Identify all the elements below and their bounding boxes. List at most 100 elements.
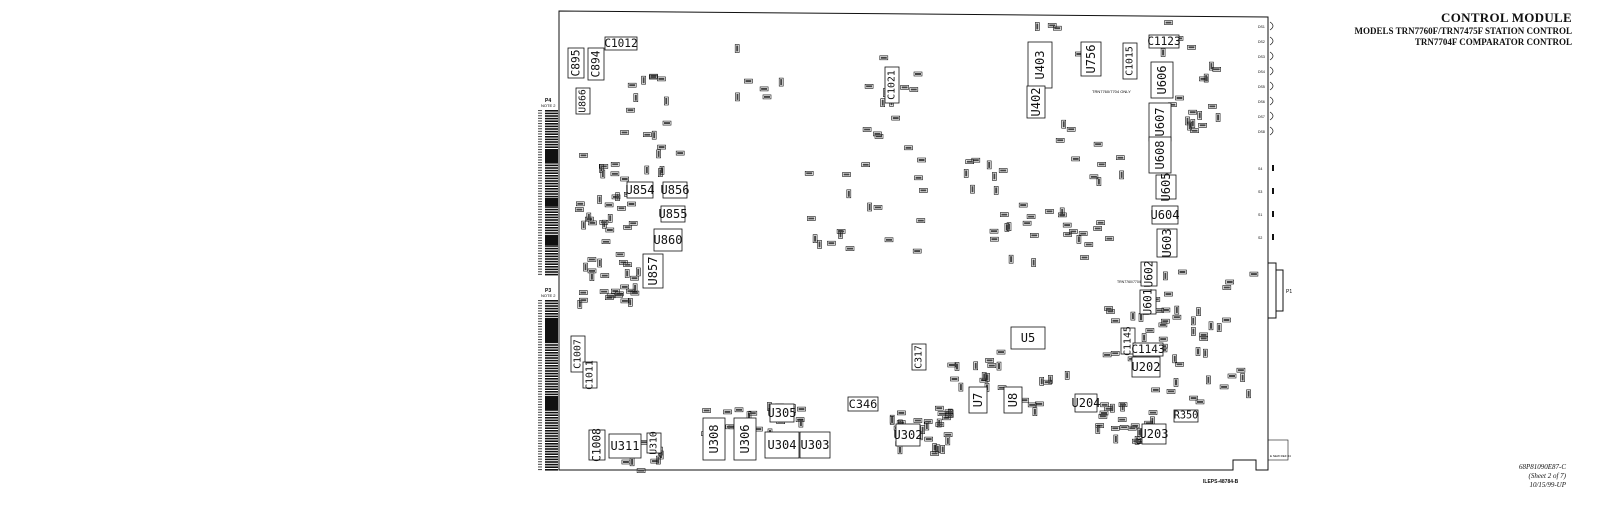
smd-pad	[615, 294, 622, 297]
connector-pin	[545, 385, 558, 388]
smd-part	[657, 76, 666, 82]
component-u303	[799, 431, 831, 459]
smd-pad	[974, 362, 977, 369]
connector-pin	[545, 185, 558, 187]
connector-pin	[545, 182, 558, 185]
smd-part	[1161, 307, 1171, 313]
switch-s3-label: S3	[1258, 190, 1262, 194]
smd-pad	[627, 109, 634, 112]
smd-part	[600, 273, 610, 278]
smd-pad	[880, 56, 887, 59]
smd-pad	[1121, 426, 1128, 429]
component-label-u604: U604	[1151, 208, 1180, 222]
led-ds1-icon	[1269, 21, 1274, 31]
smd-pad	[1164, 272, 1167, 279]
pin-number	[538, 151, 542, 153]
smd-pad	[761, 87, 768, 90]
smd-pad	[946, 410, 953, 413]
led-ds7-icon	[1269, 111, 1274, 121]
component-label-u8: U8	[1006, 393, 1020, 407]
smd-part	[657, 144, 666, 150]
smd-part	[1209, 61, 1214, 71]
smd-part	[989, 228, 999, 234]
pin-number	[538, 336, 542, 338]
smd-part	[1096, 220, 1105, 225]
pin-number	[538, 201, 542, 203]
smd-pad	[613, 195, 619, 198]
smd-part	[919, 188, 928, 193]
smd-part	[935, 422, 945, 427]
pin-number	[538, 266, 542, 268]
smd-pad	[1186, 117, 1189, 124]
smd-pad	[1097, 221, 1104, 224]
smd-pad	[876, 135, 882, 138]
smd-part	[627, 297, 633, 307]
smd-part	[1111, 425, 1120, 431]
smd-pad	[925, 438, 932, 441]
smd-part	[812, 234, 818, 243]
smd-pad	[1176, 363, 1183, 366]
smd-part	[657, 168, 663, 177]
smd-pad	[1192, 317, 1195, 324]
smd-pad	[1111, 405, 1114, 412]
smd-pad	[864, 128, 871, 131]
smd-part	[1166, 389, 1176, 394]
smd-pad	[1200, 337, 1207, 340]
pin-number	[538, 440, 542, 442]
component-u606	[1150, 61, 1174, 99]
pin-number	[538, 247, 542, 249]
smd-part	[630, 275, 639, 281]
smd-part	[579, 153, 588, 158]
smd-pad	[603, 240, 609, 243]
document-reference: 68P81090E87-C (Sheet 2 of 7) 10/15/99-UP	[1519, 463, 1566, 490]
smd-pad	[1090, 175, 1097, 178]
smd-pad	[601, 171, 604, 177]
smd-part	[1236, 367, 1246, 373]
smd-pad	[657, 150, 660, 157]
component-label-u302: U302	[894, 428, 923, 442]
pin-number	[538, 456, 542, 458]
connector-pin	[545, 136, 558, 138]
smd-pad	[726, 425, 733, 428]
pin-number	[538, 149, 542, 151]
smd-part	[1173, 378, 1179, 387]
smd-pad	[1000, 169, 1007, 172]
smd-part	[1188, 109, 1197, 115]
smd-part	[913, 71, 923, 77]
connector-band	[545, 318, 558, 342]
pin-number	[538, 193, 542, 195]
smd-pad	[999, 386, 1006, 389]
smd-pad	[1104, 353, 1111, 356]
component-label-u7: U7	[971, 393, 985, 407]
pin-number	[538, 211, 542, 213]
smd-pad	[1189, 111, 1196, 114]
smd-pad	[1191, 129, 1198, 132]
smd-part	[936, 418, 942, 428]
smd-part	[891, 115, 901, 121]
component-label-c346: C346	[849, 397, 878, 411]
smd-part	[589, 272, 595, 282]
pin-number	[538, 424, 542, 426]
connector-pin	[545, 307, 558, 310]
smd-pad	[1097, 178, 1100, 185]
connector-pin	[545, 245, 558, 247]
connector-pin	[545, 247, 558, 250]
smd-pad	[1031, 234, 1038, 237]
smd-part	[940, 445, 946, 454]
smd-pad	[828, 242, 835, 245]
pin-number	[538, 354, 542, 356]
smd-part	[1141, 333, 1147, 342]
smd-part	[1191, 327, 1196, 336]
smd-pad	[1151, 417, 1154, 424]
smd-part	[1055, 138, 1065, 143]
p3-note: NOTE 2	[541, 293, 556, 298]
connector-pin	[545, 141, 558, 143]
component-label-c1012: C1012	[604, 37, 637, 50]
smd-pad	[703, 409, 710, 412]
pin-number	[538, 448, 542, 450]
title-line-1: MODELS TRN7760F/TRN7475F STATION CONTROL	[1354, 26, 1572, 36]
component-u8	[1003, 386, 1023, 414]
smd-pad	[576, 208, 583, 211]
pin-number	[538, 260, 542, 262]
pin-number	[538, 458, 542, 460]
